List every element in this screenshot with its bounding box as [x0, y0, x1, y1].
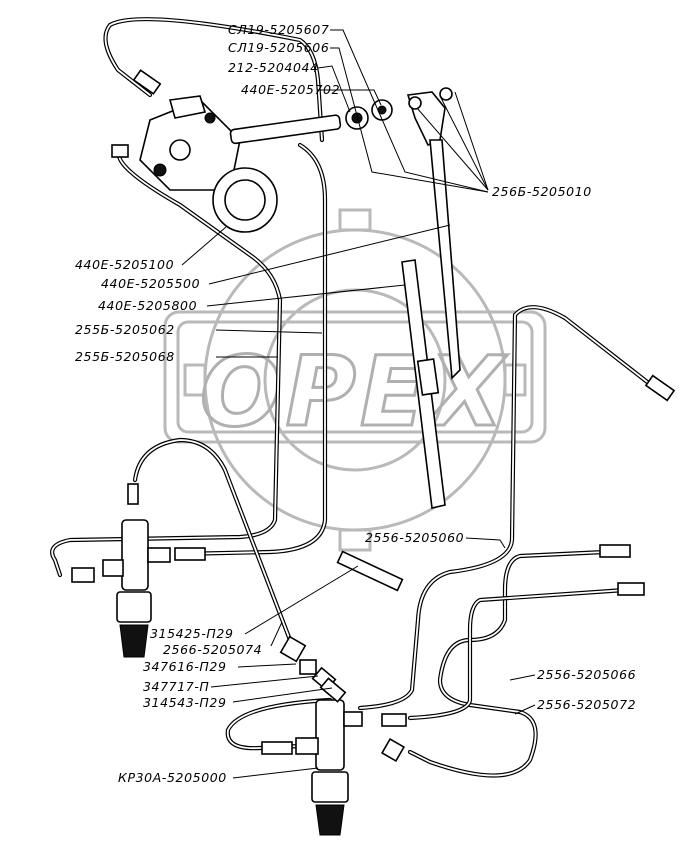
label-sl19-5205607: СЛ19-5205607 — [228, 22, 329, 37]
label-315425-p29: 315425-П29 — [150, 626, 234, 641]
label-2556-5205066: 2556-5205066 — [537, 667, 636, 682]
label-440e-5205100: 440Е-5205100 — [75, 257, 174, 272]
label-256b-5205010: 256Б-5205010 — [492, 184, 592, 199]
label-2556-5205072: 2556-5205072 — [537, 697, 636, 712]
label-212-5204044: 212-5204044 — [228, 60, 319, 75]
label-kr30a-5205000: КР30А-5205000 — [118, 770, 227, 785]
part-labels: СЛ19-5205607 СЛ19-5205606 212-5204044 44… — [75, 22, 636, 785]
leader-lines — [181, 29, 536, 779]
label-2556-5205060: 2556-5205060 — [365, 530, 464, 545]
label-sl19-5205606: СЛ19-5205606 — [228, 40, 329, 55]
watermark-logo: OPEX — [163, 208, 547, 552]
label-255b-5205062: 255Б-5205062 — [75, 322, 175, 337]
label-440e-5205702: 440Е-5205702 — [241, 82, 340, 97]
label-314543-p29: 314543-П29 — [143, 695, 227, 710]
wiper-motor — [139, 95, 342, 233]
wiper-arm — [345, 87, 461, 380]
fittings — [111, 69, 676, 703]
valve-upper — [71, 483, 206, 658]
rubber-pad — [336, 550, 404, 592]
label-440e-5205500: 440Е-5205500 — [101, 276, 200, 291]
label-2566-5205074: 2566-5205074 — [163, 642, 262, 657]
label-255b-5205068: 255Б-5205068 — [75, 349, 175, 364]
label-440e-5205800: 440Е-5205800 — [98, 298, 197, 313]
wiper-blade — [401, 259, 446, 509]
label-347616-p29: 347616-П29 — [143, 659, 227, 674]
tubing — [50, 17, 658, 778]
watermark-text: OPEX — [200, 336, 508, 448]
label-347717-p: 347717-П — [143, 679, 209, 694]
valve-lower — [261, 699, 407, 836]
